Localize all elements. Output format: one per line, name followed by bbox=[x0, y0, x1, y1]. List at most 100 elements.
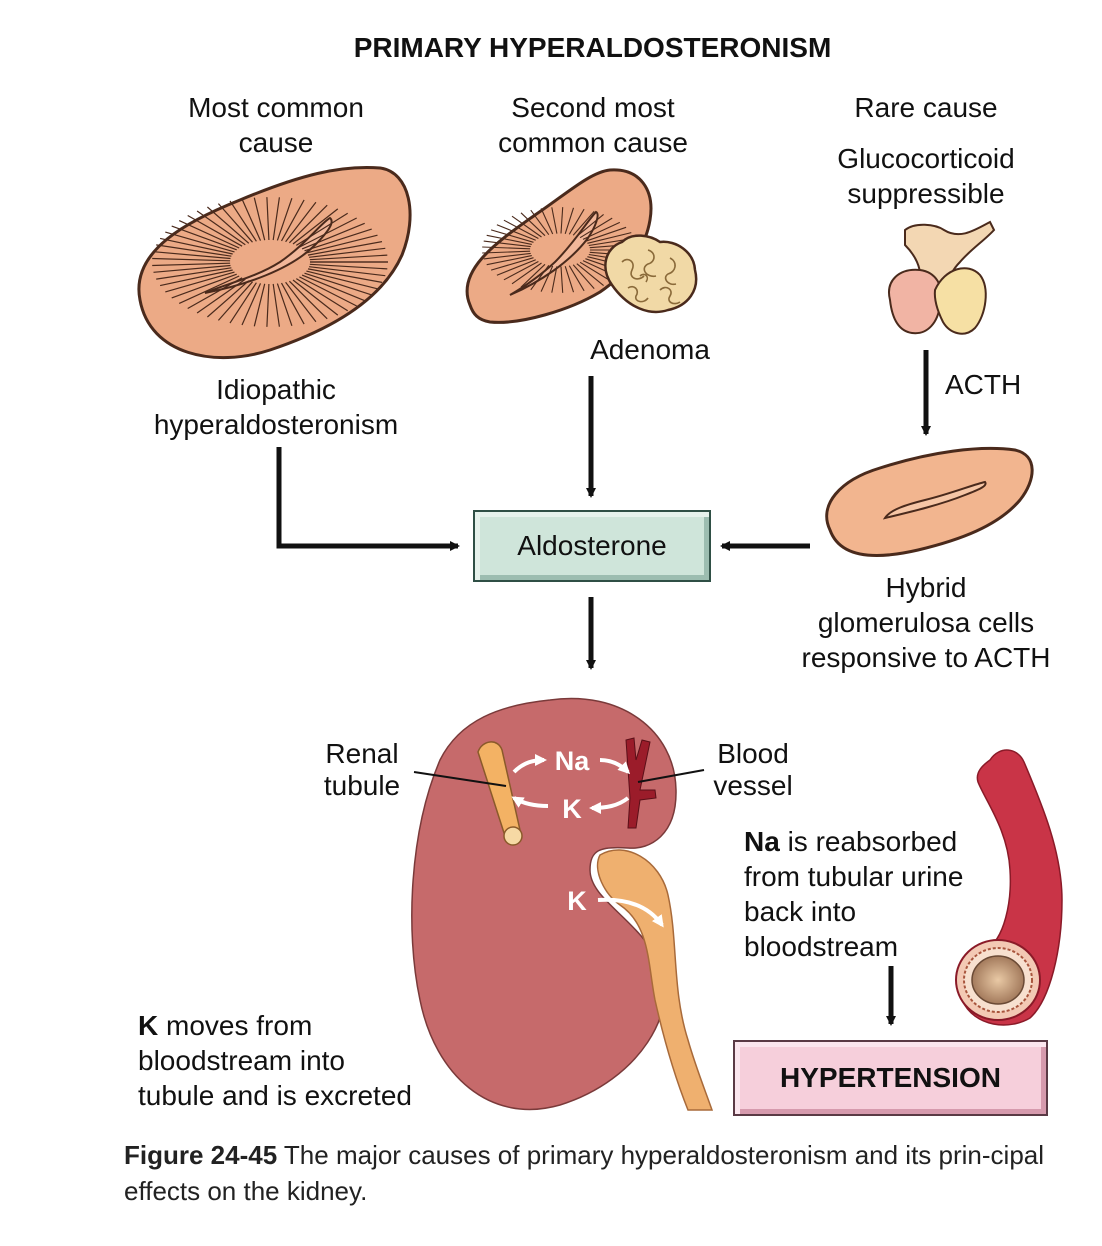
adrenal-striation-line bbox=[503, 219, 539, 239]
k-lower-label: K bbox=[567, 886, 587, 916]
adrenal-striation-line bbox=[196, 210, 246, 246]
k-arrow-right bbox=[589, 796, 630, 814]
adenoma-nodule-texture bbox=[621, 249, 681, 305]
adrenal-striation-line bbox=[309, 247, 386, 258]
hypertension-box: HYPERTENSION bbox=[733, 1040, 1048, 1116]
adrenal-striation-line bbox=[587, 232, 632, 244]
second-heading: Second most common cause bbox=[443, 90, 743, 160]
hybrid-label: Hybrid glomerulosa cells responsive to A… bbox=[776, 570, 1076, 675]
adrenal-striation-line bbox=[560, 207, 564, 234]
renal-tubule-label-line2: tubule bbox=[323, 770, 401, 801]
kidney-body bbox=[411, 697, 677, 1111]
hybrid-adrenal-medulla bbox=[882, 480, 987, 520]
adrenal-striation-line bbox=[568, 265, 585, 292]
adenoma-adrenal-illustration bbox=[465, 168, 698, 324]
adrenal-striation-line bbox=[276, 198, 293, 241]
adrenal-striation-line bbox=[579, 217, 613, 239]
adrenal-striation-line bbox=[486, 255, 532, 266]
arrow-idiopathic-to-aldosterone bbox=[276, 447, 460, 551]
idiopathic-adrenal-medulla bbox=[204, 216, 333, 294]
adrenal-striation-line bbox=[280, 282, 305, 325]
adrenal-striation-line bbox=[486, 234, 532, 245]
kidney-blood-vessel bbox=[625, 737, 657, 829]
adrenal-striation-line bbox=[217, 203, 253, 243]
adrenal-striation-line bbox=[241, 283, 262, 326]
adrenal-striation-line bbox=[288, 280, 328, 320]
adrenal-striation-line bbox=[171, 273, 237, 299]
na-note-line1: Na is reabsorbed bbox=[744, 824, 963, 859]
adrenal-striation-line bbox=[253, 197, 266, 241]
adrenal-striation-line bbox=[207, 206, 250, 244]
adrenal-striation-line bbox=[560, 266, 564, 293]
adrenal-striation-line bbox=[165, 231, 235, 253]
figure-caption-text: The major causes of primary hyperaldoste… bbox=[124, 1140, 1045, 1206]
renal-tubule-leader bbox=[413, 771, 507, 787]
k-note-line2: bloodstream into bbox=[138, 1045, 346, 1076]
k-note: K moves from bloodstream into tubule and… bbox=[138, 1008, 412, 1113]
adrenal-striation-line bbox=[511, 262, 542, 285]
adrenal-striation-line bbox=[280, 199, 305, 242]
adrenal-striation-line bbox=[568, 208, 585, 235]
adrenal-striation-line bbox=[306, 270, 378, 290]
renal-tubule-lumen bbox=[503, 826, 523, 846]
blood-vessel-label: Blood vessel bbox=[703, 738, 803, 802]
most-common-heading-line2: cause bbox=[238, 127, 314, 158]
adrenal-striation-line bbox=[299, 276, 357, 307]
adrenal-striation-line bbox=[196, 278, 246, 314]
adrenal-striation-line bbox=[285, 281, 317, 323]
adrenal-striation-line bbox=[520, 263, 546, 288]
renal-tubule-label: Renal tubule bbox=[312, 738, 412, 802]
flow-arrows bbox=[276, 350, 931, 1026]
adrenal-striation-line bbox=[530, 264, 550, 291]
k-note-line3: tubule and is excreted bbox=[138, 1080, 412, 1111]
k-lower-arrow bbox=[597, 897, 664, 928]
adrenal-striation-line bbox=[301, 222, 365, 250]
adrenal-striation-line bbox=[152, 262, 231, 267]
adrenal-striation-line bbox=[564, 207, 575, 234]
adrenal-striation-line bbox=[295, 278, 349, 312]
adrenal-striation-line bbox=[229, 200, 257, 242]
adrenal-striation-line bbox=[572, 264, 595, 289]
na-arrow-left bbox=[512, 754, 547, 774]
aldosterone-label: Aldosterone bbox=[517, 530, 667, 561]
adrenal-striation-line bbox=[576, 213, 604, 237]
adrenal-striation-line bbox=[503, 261, 539, 281]
pituitary-posterior-lobe bbox=[933, 267, 987, 335]
adrenal-striation-line bbox=[307, 241, 383, 256]
na-note-line4: bloodstream bbox=[744, 931, 899, 962]
kidney-ion-arrows bbox=[511, 754, 664, 928]
k-upper-label: K bbox=[562, 794, 582, 824]
idiopathic-adrenal-striations bbox=[152, 197, 388, 327]
adrenal-striation-line bbox=[285, 201, 317, 243]
k-note-rest: moves from bbox=[158, 1010, 313, 1041]
adrenal-striation-line bbox=[171, 225, 237, 251]
kidney-illustration: Na K K bbox=[411, 697, 714, 1111]
adrenal-striation-line bbox=[156, 267, 232, 280]
figure-number: Figure 24-45 bbox=[124, 1140, 278, 1170]
adrenal-striation-line bbox=[187, 277, 243, 310]
adenoma-nodule bbox=[604, 234, 698, 314]
adrenal-striation-line bbox=[153, 264, 231, 273]
acth-label: ACTH bbox=[945, 369, 1022, 400]
adenoma-label: Adenoma bbox=[590, 334, 710, 365]
adrenal-striation-line bbox=[229, 282, 257, 324]
adrenal-striation-line bbox=[159, 269, 233, 287]
adrenal-striation-line bbox=[540, 208, 554, 235]
adrenal-striation-line bbox=[582, 221, 621, 240]
hybrid-label-line1: Hybrid bbox=[885, 572, 967, 603]
adrenal-striation-line bbox=[306, 234, 378, 254]
adrenal-striation-line bbox=[207, 280, 250, 318]
aldosterone-box: Aldosterone bbox=[473, 510, 711, 582]
adrenal-striation-line bbox=[152, 257, 231, 262]
adenoma-adrenal-body bbox=[465, 168, 653, 324]
hypertension-label: HYPERTENSION bbox=[780, 1062, 1001, 1093]
rare-subheading: Glucocorticoid suppressible bbox=[776, 141, 1076, 211]
hybrid-label-line3: responsive to ACTH bbox=[801, 642, 1051, 673]
adrenal-striation-line bbox=[483, 240, 531, 248]
adrenal-striation-line bbox=[496, 224, 536, 241]
na-note-line3: back into bbox=[744, 896, 857, 927]
renal-tubule-label-line1: Renal bbox=[325, 738, 399, 769]
adrenal-striation-line bbox=[309, 254, 388, 261]
adrenal-striation-line bbox=[272, 283, 280, 327]
na-label: Na bbox=[555, 746, 590, 776]
